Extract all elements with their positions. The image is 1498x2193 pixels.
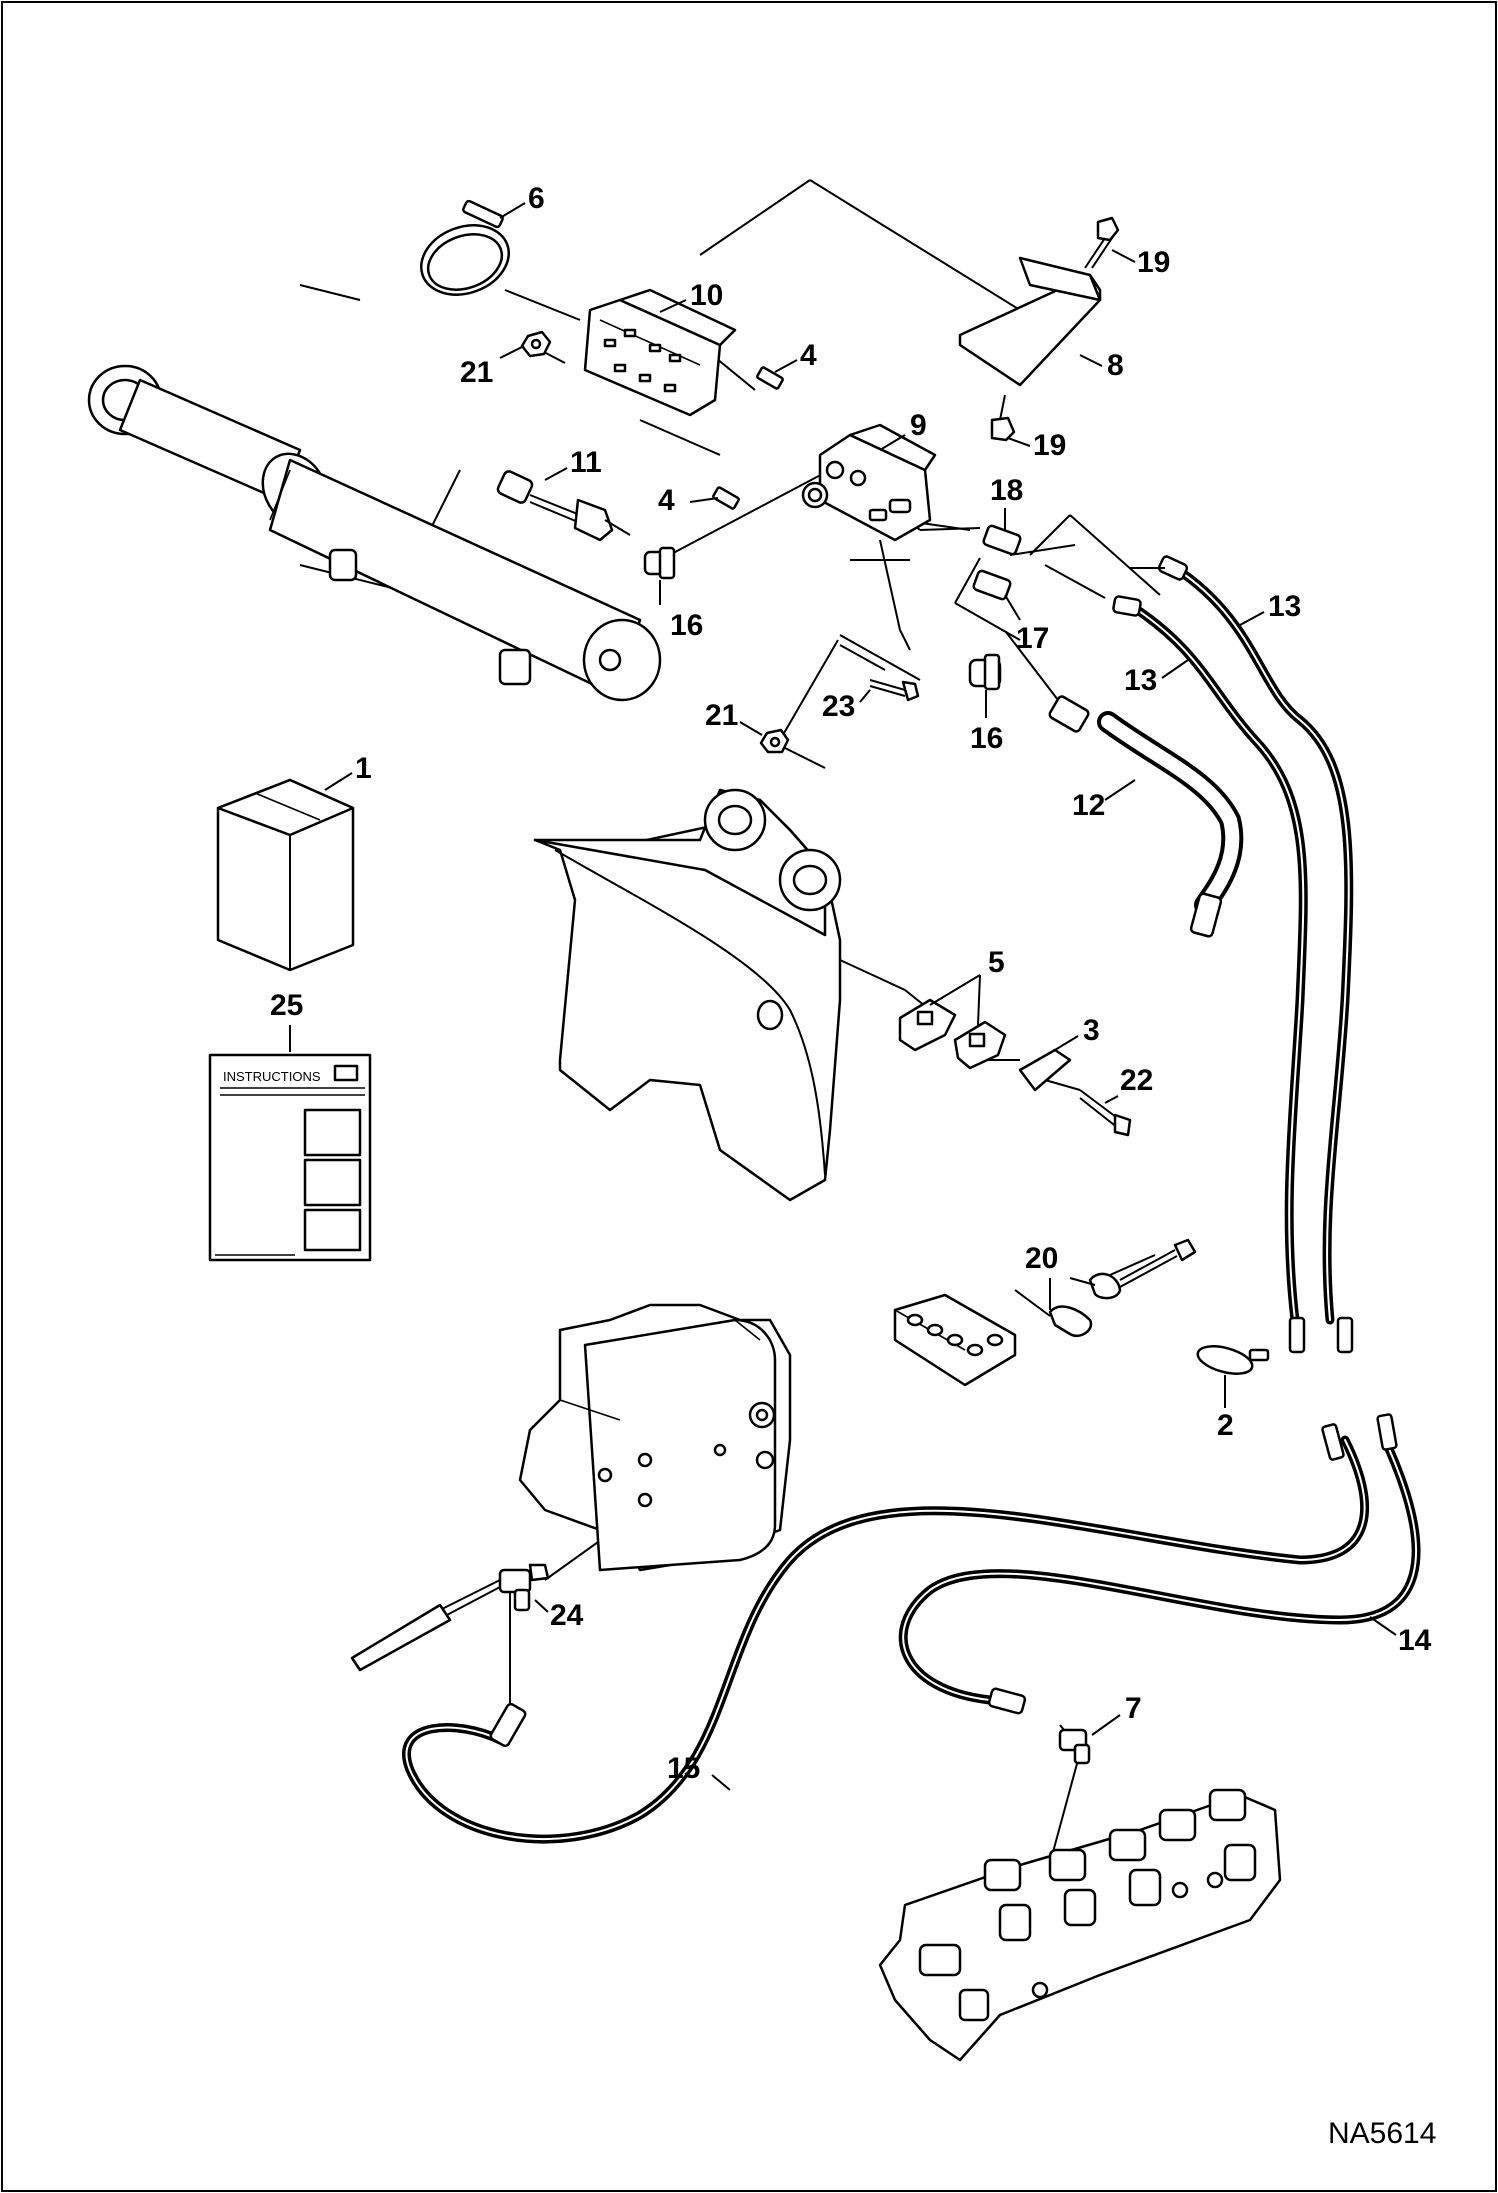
callout-23: 23 — [822, 690, 855, 723]
callout-16b: 16 — [970, 722, 1003, 755]
tee-fitting — [350, 1563, 550, 1672]
hose-14 — [898, 1435, 1421, 1705]
hydraulic-tube — [496, 470, 631, 542]
callout-4a: 4 — [800, 339, 817, 372]
callout-19a: 19 — [1137, 246, 1170, 279]
callout-9: 9 — [910, 409, 927, 442]
callout-19b: 19 — [1033, 429, 1066, 462]
hoses — [402, 563, 1421, 1844]
callout-15: 15 — [667, 1752, 700, 1785]
callout-7: 7 — [1125, 1692, 1142, 1725]
callout-3: 3 — [1083, 1014, 1100, 1047]
boom-arm — [533, 788, 842, 1202]
hose-13-inner — [1125, 600, 1308, 1325]
cable-tie — [1196, 1345, 1270, 1375]
clip-upper — [756, 366, 784, 390]
bolt-23 — [869, 679, 920, 702]
bolt-lower — [990, 394, 1016, 442]
callout-25: 25 — [270, 989, 303, 1022]
callout-13a: 13 — [1268, 590, 1301, 623]
callout-11: 11 — [570, 446, 602, 479]
parts-box — [216, 778, 355, 972]
clamp-halves — [898, 998, 1007, 1070]
fitting-upper — [643, 546, 676, 580]
hose-12 — [1097, 711, 1244, 916]
control-valve — [878, 1788, 1282, 2062]
callout-8: 8 — [1107, 349, 1124, 382]
figure-id: NA5614 — [1328, 2117, 1436, 2150]
callout-12: 12 — [1072, 789, 1105, 822]
mounting-bracket — [583, 288, 737, 417]
callout-16a: 16 — [670, 609, 703, 642]
valve-guard — [958, 256, 1102, 387]
hydraulic-cylinder — [87, 364, 662, 702]
hose-clamp — [419, 199, 511, 296]
instructions-label: INSTRUCTIONS — [223, 1069, 321, 1084]
hose-13-outer — [1170, 563, 1354, 1325]
callout-17: 17 — [1016, 622, 1049, 655]
fitting-18 — [982, 524, 1022, 556]
callout-4b: 4 — [658, 484, 675, 517]
instruction-sheet: INSTRUCTIONS — [208, 1053, 372, 1262]
clamp-plate — [1018, 1048, 1072, 1092]
callout-1: 1 — [355, 752, 372, 785]
callout-24: 24 — [550, 1599, 584, 1632]
callout-13b: 13 — [1124, 664, 1157, 697]
nut-top — [520, 330, 552, 358]
hose-fittings — [489, 555, 1398, 1748]
callout-6: 6 — [528, 182, 545, 215]
callout-14: 14 — [1398, 1624, 1432, 1657]
elbow-fitting — [1058, 1728, 1091, 1765]
hose-clamp-block — [893, 1238, 1197, 1387]
callout-20: 20 — [1025, 1242, 1058, 1275]
callout-18: 18 — [990, 474, 1023, 507]
nut-lower — [759, 728, 790, 754]
valve-block — [801, 423, 937, 542]
callout-21b: 21 — [705, 699, 738, 732]
callout-22: 22 — [1120, 1064, 1153, 1097]
bolt-upper — [1084, 216, 1120, 269]
callouts: 1 2 3 4 4 5 6 7 8 9 10 11 12 13 13 14 15… — [270, 182, 1432, 1791]
callout-21a: 21 — [460, 356, 493, 389]
fitting-lower — [968, 653, 1002, 691]
pump-housing — [518, 1303, 792, 1572]
callout-5: 5 — [988, 946, 1005, 979]
fitting-17 — [972, 569, 1012, 601]
bolt-22 — [1079, 1089, 1132, 1137]
clip-lower — [712, 486, 740, 510]
callout-2: 2 — [1217, 1409, 1234, 1442]
callout-10: 10 — [690, 279, 723, 312]
